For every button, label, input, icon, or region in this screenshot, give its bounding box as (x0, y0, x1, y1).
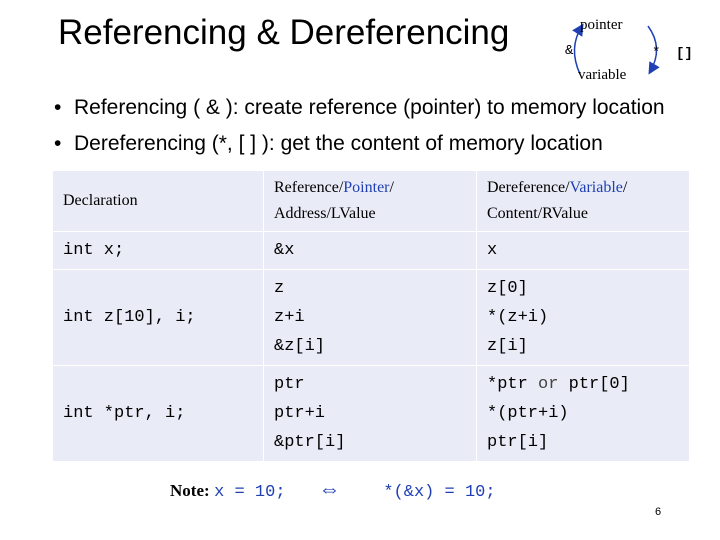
decl-cell: int z[10], i; (52, 269, 264, 366)
diagram-ampersand: & (565, 43, 574, 59)
bullet-text: Dereferencing (*, [ ] ): get the content… (74, 132, 603, 155)
deref-line: *(z+i) (487, 308, 549, 327)
ref-cell: ptr ptr+i &ptr[i] (263, 365, 477, 462)
decl-cell: int x; (52, 231, 264, 270)
deref-line: z[0] (487, 279, 528, 298)
ref-line: z+i (274, 308, 305, 327)
table-header-row: Declaration Reference/Pointer/ Address/L… (52, 170, 690, 232)
deref-line: *ptr or ptr[0] (487, 370, 679, 399)
reference-arrow (572, 23, 584, 75)
table-row: int *ptr, i; ptr ptr+i &ptr[i] *ptr or p… (52, 365, 690, 462)
dereference-arrow (647, 25, 660, 75)
table-row: int x; &x x (52, 231, 690, 270)
deref-line: *(ptr+i) (487, 404, 569, 423)
equivalence-arrow-icon: ⇔ (318, 476, 341, 501)
ref-cell: z z+i &z[i] (263, 269, 477, 366)
deref-cell: x (476, 231, 690, 270)
reference-diagram: pointer variable & * [] (560, 8, 710, 88)
deref-ptr: *ptr (487, 375, 528, 394)
ref-line: ptr (274, 375, 305, 394)
bullet-item: •Referencing ( & ): create reference (po… (54, 96, 665, 119)
ref-line: &z[i] (274, 337, 326, 356)
header-reference: Reference/Pointer/ Address/LValue (263, 170, 477, 232)
deref-cell: *ptr or ptr[0] *(ptr+i) ptr[i] (476, 365, 690, 462)
header-deref-slash: / (622, 179, 628, 196)
deref-line: z[i] (487, 337, 528, 356)
header-ref-slash: / (389, 179, 394, 196)
page-number: 6 (655, 506, 662, 518)
table-row: int z[10], i; z z+i &z[i] z[0] *(z+i) z[… (52, 269, 690, 366)
header-declaration: Declaration (52, 170, 264, 232)
page-title: Referencing & Dereferencing (58, 13, 510, 52)
note: Note: x = 10; ⇔ *(&x) = 10; (170, 476, 496, 502)
diagram-arrows (572, 23, 660, 75)
header-ref-address: Address/LValue (274, 205, 376, 222)
note-right: *(&x) = 10; (383, 483, 496, 502)
diagram-variable-label: variable (578, 67, 627, 83)
deref-cell: z[0] *(z+i) z[i] (476, 269, 690, 366)
header-ref-pointer: Pointer (343, 179, 390, 196)
header-deref-text: Dereference/ (487, 179, 570, 196)
ref-line: ptr+i (274, 404, 326, 423)
ref-line: z (274, 279, 285, 298)
bullet-text: Referencing ( & ): create reference (poi… (74, 96, 665, 119)
ref-line: &ptr[i] (274, 433, 346, 452)
reference-table: Declaration Reference/Pointer/ Address/L… (52, 170, 690, 462)
diagram-pointer-label: pointer (580, 17, 623, 33)
deref-ptr0: ptr[0] (568, 375, 630, 394)
ref-cell: &x (263, 231, 477, 270)
header-dereference: Dereference/Variable/ Content/RValue (476, 170, 690, 232)
header-deref-content: Content/RValue (487, 205, 588, 222)
diagram-asterisk: * (652, 45, 661, 61)
note-left: x = 10; (214, 483, 286, 502)
bullet-item: •Dereferencing (*, [ ] ): get the conten… (54, 132, 603, 155)
decl-cell: int *ptr, i; (52, 365, 264, 462)
bullet-list: •Referencing ( & ): create reference (po… (54, 90, 714, 162)
diagram-brackets: [] (676, 46, 693, 62)
deref-line: ptr[i] (487, 433, 549, 452)
header-ref-text: Reference/ (274, 179, 344, 196)
deref-or: or (527, 375, 569, 394)
header-deref-variable: Variable (569, 179, 623, 196)
note-label: Note: (170, 481, 210, 500)
